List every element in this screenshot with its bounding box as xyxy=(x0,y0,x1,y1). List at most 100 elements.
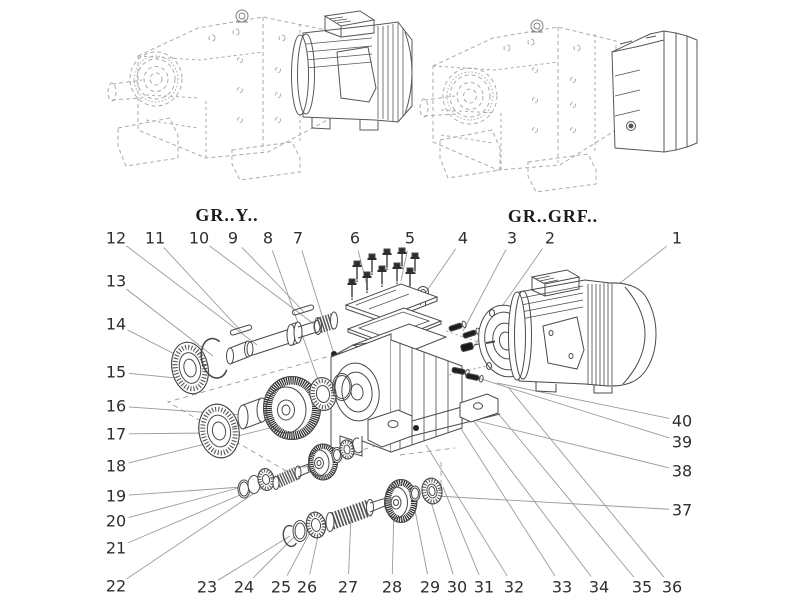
callout-10: 10 xyxy=(189,229,209,248)
callout-2: 2 xyxy=(545,229,555,248)
callout-7: 7 xyxy=(293,229,303,248)
circlip-bottom xyxy=(282,524,297,548)
leader-line-25 xyxy=(286,526,314,576)
leader-line-18 xyxy=(128,427,271,464)
leader-line-32 xyxy=(425,444,508,577)
callout-22: 22 xyxy=(106,577,126,596)
callout-32: 32 xyxy=(504,578,524,597)
intermediate-bearing xyxy=(198,403,240,459)
callout-20: 20 xyxy=(106,512,126,531)
gearbox-ghost-right xyxy=(419,26,617,193)
snap-ring xyxy=(332,373,352,401)
leader-line-38 xyxy=(456,415,670,469)
input-key xyxy=(229,304,315,336)
circlip-mid xyxy=(352,437,363,454)
callout-36: 36 xyxy=(662,578,682,597)
callout-6: 6 xyxy=(350,229,360,248)
leader-line-23 xyxy=(217,535,291,581)
gear-housing xyxy=(330,323,501,457)
input-circlip xyxy=(200,337,228,379)
leader-line-24 xyxy=(252,530,301,579)
leader-line-8 xyxy=(271,250,323,392)
leader-line-9 xyxy=(241,247,305,313)
leader-line-40 xyxy=(496,382,670,419)
leader-line-22 xyxy=(126,487,263,580)
output-gear xyxy=(384,479,418,523)
leader-line-3 xyxy=(462,249,507,332)
leader-line-7 xyxy=(301,250,335,355)
callout-37: 37 xyxy=(672,501,692,520)
variant-label-gr-grf: GR..GRF.. xyxy=(508,206,598,226)
callout-18: 18 xyxy=(106,457,126,476)
washer-set xyxy=(237,475,261,499)
callout-11: 11 xyxy=(145,229,165,248)
callout-23: 23 xyxy=(197,578,217,597)
input-shaft xyxy=(246,311,338,357)
callout-9: 9 xyxy=(228,229,238,248)
motor xyxy=(508,269,657,394)
lifting-eye-right xyxy=(530,19,544,33)
leader-line-4 xyxy=(421,248,457,299)
leader-line-36 xyxy=(507,386,665,578)
leader-line-34 xyxy=(469,415,592,577)
exploded-assembly xyxy=(171,247,657,548)
input-adapter-block xyxy=(611,30,698,153)
splined-shaft-piece xyxy=(272,462,313,490)
callout-14: 14 xyxy=(106,315,126,334)
assembled-machine-gr-y xyxy=(107,9,413,181)
leader-line-39 xyxy=(477,377,670,439)
motor-left xyxy=(291,10,413,131)
callout-28: 28 xyxy=(382,578,402,597)
leader-line-17 xyxy=(128,432,209,435)
variant-label-gr-y: GR..Y.. xyxy=(195,205,258,225)
callout-38: 38 xyxy=(672,462,692,481)
leader-line-20 xyxy=(128,483,254,519)
leader-line-12 xyxy=(126,245,258,346)
callout-19: 19 xyxy=(106,487,126,506)
callout-12: 12 xyxy=(106,229,126,248)
washer-output xyxy=(409,485,421,502)
washer-bottom xyxy=(292,520,308,542)
callout-29: 29 xyxy=(420,578,440,597)
leader-line-19 xyxy=(128,486,243,496)
callout-15: 15 xyxy=(106,363,126,382)
coupling xyxy=(460,342,485,352)
assembled-machine-gr-grf xyxy=(419,19,698,193)
callout-27: 27 xyxy=(338,578,358,597)
small-bearing-2 xyxy=(339,439,355,460)
bearing-output xyxy=(421,477,443,505)
callout-35: 35 xyxy=(632,578,652,597)
gearbox-ghost-left xyxy=(107,16,332,181)
leader-line-27 xyxy=(348,515,352,575)
callout-13: 13 xyxy=(106,272,126,291)
leader-line-31 xyxy=(442,486,480,576)
callout-24: 24 xyxy=(234,578,254,597)
input-bearing xyxy=(171,341,209,395)
callout-16: 16 xyxy=(106,397,126,416)
leader-line-30 xyxy=(427,491,454,575)
callout-26: 26 xyxy=(297,578,317,597)
leader-line-5 xyxy=(400,250,408,282)
callout-34: 34 xyxy=(589,578,609,597)
lifting-eye-left xyxy=(235,9,249,23)
callout-5: 5 xyxy=(405,229,415,248)
callout-40: 40 xyxy=(672,412,692,431)
callout-30: 30 xyxy=(447,578,467,597)
callout-4: 4 xyxy=(458,229,468,248)
callout-17: 17 xyxy=(106,425,126,444)
intermediate-spacer xyxy=(237,397,268,430)
bearing-bottom-left xyxy=(305,511,327,539)
leader-line-13 xyxy=(126,288,214,357)
large-gear xyxy=(263,376,321,440)
callout-33: 33 xyxy=(552,578,572,597)
callout-3: 3 xyxy=(507,229,517,248)
leader-line-35 xyxy=(486,399,635,578)
leader-line-11 xyxy=(163,247,242,332)
callout-8: 8 xyxy=(263,229,273,248)
leader-line-37 xyxy=(435,495,670,510)
callout-21: 21 xyxy=(106,539,126,558)
callout-25: 25 xyxy=(271,578,291,597)
